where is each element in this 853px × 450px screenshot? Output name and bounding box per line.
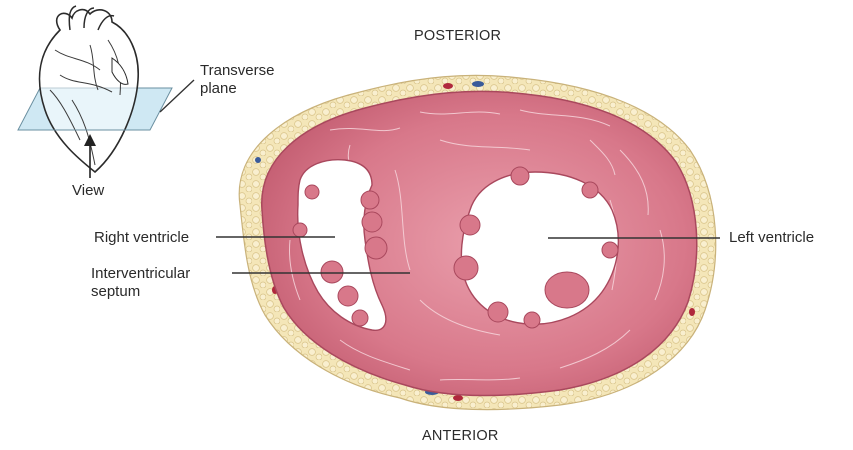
- interventricular-septum-label: Interventricular septum: [91, 265, 190, 301]
- posterior-label: POSTERIOR: [414, 27, 501, 45]
- left-ventricle-label: Left ventricle: [729, 229, 814, 247]
- right-ventricle-label: Right ventricle: [94, 229, 189, 247]
- anterior-label: ANTERIOR: [422, 427, 499, 445]
- heart-outline: [40, 10, 139, 172]
- view-label: View: [72, 182, 104, 200]
- cross-section: [216, 75, 720, 409]
- transverse-plane-label: Transverse plane: [200, 62, 274, 98]
- heart-thumbnail: [18, 6, 194, 178]
